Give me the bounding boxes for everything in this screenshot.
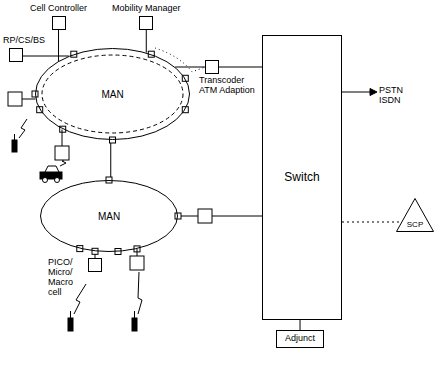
node-square [205, 60, 219, 74]
node-label: Mobility Manager [112, 4, 181, 14]
ring-outline [42, 55, 183, 133]
node-square [139, 16, 153, 30]
connector [300, 320, 301, 330]
connector [175, 67, 205, 68]
switch-box: Switch [262, 35, 342, 320]
mobility-manager: Mobility Manager [112, 4, 181, 30]
connector [23, 56, 69, 57]
node-label: Switch [284, 171, 319, 184]
radio-port: RP/CS/BS [3, 36, 45, 62]
node-label: Cell Controller [30, 4, 87, 14]
connector [219, 67, 262, 68]
connector [110, 140, 111, 180]
network-label: PSTN ISDN [379, 86, 409, 106]
mobile-phone [12, 119, 142, 331]
atm-adapter [198, 209, 212, 223]
connector [178, 216, 262, 217]
node-label: MAN [98, 211, 120, 222]
man-ring: MAN [40, 180, 178, 252]
node-label: SCP [407, 221, 423, 230]
ring-outline [36, 49, 190, 140]
node-label: Transcoder ATM Adaption [199, 76, 257, 96]
signal-path [155, 48, 205, 72]
ring-outline [41, 181, 178, 252]
cell-controller: Cell Controller [30, 4, 87, 30]
scp-triangle: SCP [396, 198, 434, 232]
connector [146, 30, 147, 53]
pstn-arrow [342, 89, 377, 96]
node-square [9, 48, 23, 62]
node-square [88, 258, 102, 272]
cell-station: PICO/ Micro/ Macro cell [48, 258, 102, 298]
node-square [52, 16, 66, 30]
ring-station [32, 51, 188, 254]
node-label: RP/CS/BS [3, 36, 45, 46]
connector [342, 222, 402, 223]
node-label: Adjunct [285, 334, 315, 344]
car [40, 161, 66, 183]
node-label: MAN [101, 89, 123, 100]
triangle-outline [397, 199, 434, 232]
node-label: PICO/ Micro/ Macro cell [48, 258, 78, 298]
adjunct-box: Adjunct [276, 330, 324, 348]
transcoder: Transcoder ATM Adaption [199, 60, 257, 96]
man-ring: MAN [35, 48, 190, 140]
